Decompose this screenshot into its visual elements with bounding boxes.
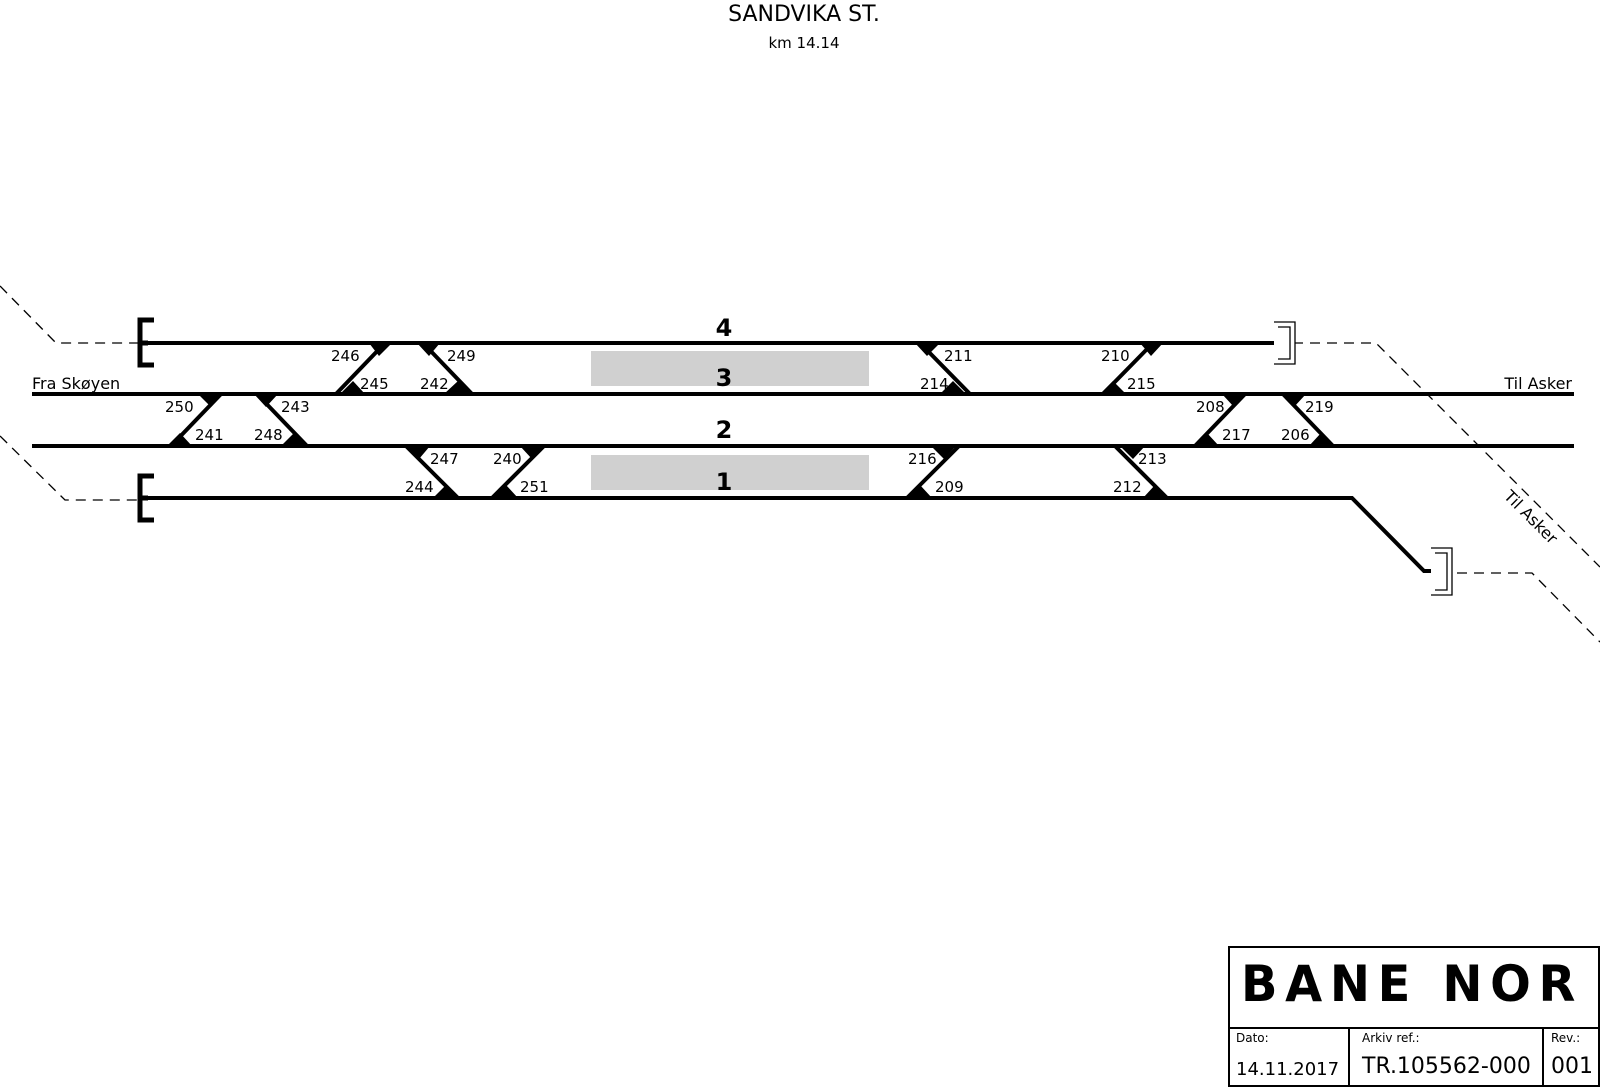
track-number-3: 3 <box>716 364 733 392</box>
switch-label: 249 <box>447 347 476 365</box>
switch-label: 217 <box>1222 426 1251 444</box>
switch-label: 214 <box>920 375 949 393</box>
end-markers-right <box>1274 321 1453 596</box>
buffer-stops-left <box>137 317 154 523</box>
revision-value: 001 <box>1551 1054 1593 1079</box>
switch-label: 208 <box>1196 398 1225 416</box>
switch-label: 241 <box>195 426 224 444</box>
switch-label: 210 <box>1101 347 1130 365</box>
switch-label: 215 <box>1127 375 1156 393</box>
revision-label: Rev.: <box>1551 1031 1580 1045</box>
title-block: BANE NOR Dato: 14.11.2017 Arkiv ref.: TR… <box>1228 946 1600 1087</box>
track-number-4: 4 <box>716 314 733 342</box>
switch-label: 212 <box>1113 478 1142 496</box>
dashed-lines <box>0 285 1600 643</box>
archive-value: TR.105562-000 <box>1361 1054 1531 1079</box>
switch-label: 213 <box>1138 450 1167 468</box>
platform-tracks-1-2 <box>591 455 869 490</box>
date-value: 14.11.2017 <box>1236 1059 1339 1080</box>
switch-label: 242 <box>420 375 449 393</box>
track-number-2: 2 <box>716 416 733 444</box>
switch-label: 251 <box>520 478 549 496</box>
archive-label: Arkiv ref.: <box>1362 1031 1420 1045</box>
direction-to-right: Til Asker <box>1503 374 1572 393</box>
station-title: SANDVIKA ST. <box>728 2 880 27</box>
direction-from-left: Fra Skøyen <box>32 374 120 393</box>
switch-frogs <box>167 343 1334 498</box>
switch-label: 248 <box>254 426 283 444</box>
direction-to-diagonal: Til Asker <box>1499 486 1561 548</box>
track-number-1: 1 <box>716 468 733 496</box>
switch-label: 206 <box>1281 426 1310 444</box>
date-label: Dato: <box>1236 1031 1269 1045</box>
track-1-line <box>138 496 1450 573</box>
switch-label: 246 <box>331 347 360 365</box>
switch-label: 219 <box>1305 398 1334 416</box>
switch-numbers: 246 245 249 242 211 214 210 215 250 241 … <box>165 347 1334 496</box>
company-logo: BANE NOR <box>1241 955 1583 1013</box>
switch-label: 243 <box>281 398 310 416</box>
switch-label: 244 <box>405 478 434 496</box>
switch-label: 240 <box>493 450 522 468</box>
switch-label: 211 <box>944 347 973 365</box>
switch-label: 250 <box>165 398 194 416</box>
switch-label: 209 <box>935 478 964 496</box>
km-marker: km 14.14 <box>768 34 839 52</box>
platform-tracks-3-4 <box>591 351 869 386</box>
switch-label: 247 <box>430 450 459 468</box>
switch-label: 216 <box>908 450 937 468</box>
switch-label: 245 <box>360 375 389 393</box>
